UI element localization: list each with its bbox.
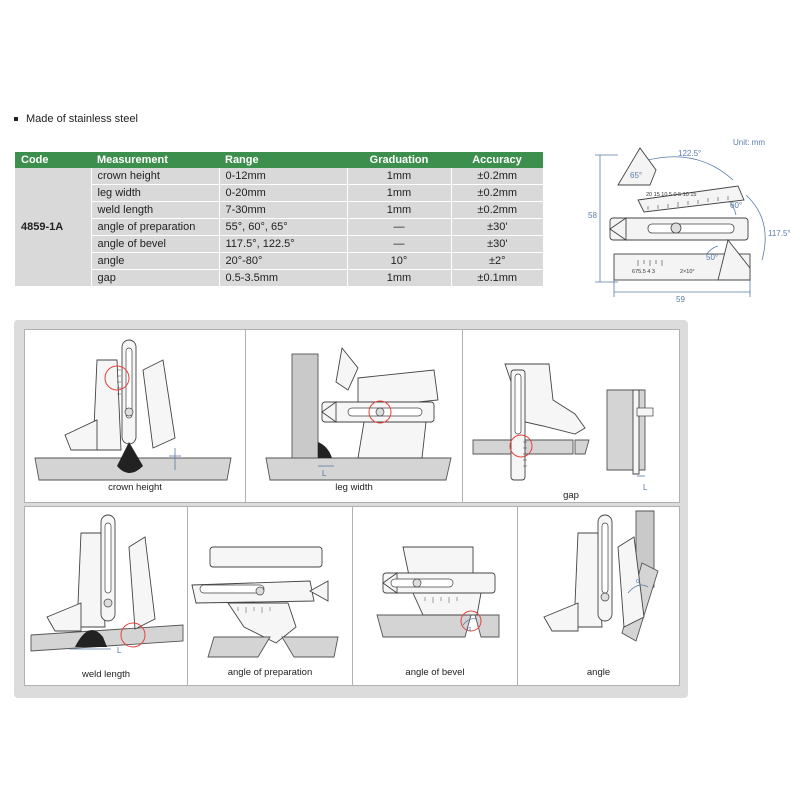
- cell-accuracy: ±0.2mm: [450, 168, 543, 185]
- length-label: L: [117, 646, 122, 655]
- cell-range: 0.5-3.5mm: [218, 269, 347, 287]
- cell-accuracy: ±30': [450, 235, 543, 253]
- header-measurement: Measurement: [91, 152, 219, 168]
- angle-of-bevel-illustration: α: [376, 546, 500, 638]
- cell-measurement: crown height: [90, 168, 219, 185]
- diagram-weld-length: L weld length: [24, 506, 188, 686]
- gap-illustration: L: [472, 363, 654, 492]
- leg-width-illustration: L: [265, 346, 452, 481]
- crown-height-illustration: [34, 339, 232, 481]
- dim-width-label: 59: [676, 295, 685, 304]
- bottom-scale-angle: 2×10°: [680, 269, 695, 275]
- unit-label: Unit: mm: [733, 138, 765, 147]
- cell-graduation: 1mm: [346, 184, 451, 202]
- cell-accuracy: ±0.1mm: [450, 269, 543, 287]
- header-range: Range: [219, 152, 347, 168]
- spec-table: Code Measurement Range Graduation Accura…: [15, 152, 543, 287]
- dim-height-label: 58: [588, 211, 597, 220]
- cell-graduation: —: [346, 218, 451, 236]
- cell-accuracy: ±2°: [450, 252, 543, 270]
- cell-graduation: 10°: [346, 252, 451, 270]
- cell-graduation: —: [346, 235, 451, 253]
- angle-65-label: 65°: [630, 171, 642, 180]
- header-code: Code: [15, 152, 91, 168]
- angle-of-preparation-illustration: [191, 546, 339, 658]
- cell-range: 117.5°, 122.5°: [218, 235, 347, 253]
- cell-accuracy: ±30': [450, 218, 543, 236]
- cell-range: 7-30mm: [218, 201, 347, 219]
- diagram-angle-of-preparation: angle of preparation: [187, 506, 353, 686]
- cell-measurement: angle of preparation: [90, 218, 219, 236]
- header-accuracy: Accuracy: [451, 152, 543, 168]
- cell-range: 0-20mm: [218, 184, 347, 202]
- length-label: L: [322, 469, 327, 478]
- usage-diagrams-panel: crown height L leg width: [14, 320, 688, 698]
- cell-graduation: 1mm: [346, 168, 451, 185]
- cell-measurement: angle: [90, 252, 219, 270]
- table-row: angle 20°-80° 10° ±2°: [15, 252, 543, 270]
- top-scale-numbers: 20 15 10 5 0 5 10 15: [646, 192, 696, 198]
- alpha-label: α: [467, 626, 471, 633]
- product-code: 4859-1A: [15, 168, 91, 287]
- table-row: angle of preparation 55°, 60°, 65° — ±30…: [15, 218, 543, 236]
- table-row: weld length 7-30mm 1mm ±0.2mm: [15, 201, 543, 219]
- cell-graduation: 1mm: [346, 269, 451, 287]
- header-graduation: Graduation: [347, 152, 451, 168]
- cell-graduation: 1mm: [346, 201, 451, 219]
- angle-60-label: 60°: [730, 201, 742, 210]
- length-label: L: [643, 483, 648, 492]
- cell-measurement: weld length: [90, 201, 219, 219]
- diagram-caption: angle of preparation: [227, 667, 313, 678]
- angle-122-label: 122.5°: [678, 149, 701, 158]
- diagram-caption: angle of bevel: [405, 667, 465, 678]
- table-row: leg width 0-20mm 1mm ±0.2mm: [15, 184, 543, 202]
- diagram-angle-of-bevel: α angle of bevel: [352, 506, 518, 686]
- diagram-caption: crown height: [108, 482, 162, 493]
- cell-accuracy: ±0.2mm: [450, 184, 543, 202]
- table-row: angle of bevel 117.5°, 122.5° — ±30': [15, 235, 543, 253]
- cell-measurement: angle of bevel: [90, 235, 219, 253]
- intro-bullet: Made of stainless steel: [14, 113, 138, 125]
- diagram-caption: weld length: [81, 669, 131, 680]
- diagram-caption: angle: [586, 667, 611, 678]
- weld-length-illustration: L: [30, 514, 184, 655]
- cell-accuracy: ±0.2mm: [450, 201, 543, 219]
- diagram-angle: α angle: [517, 506, 680, 686]
- cell-measurement: gap: [90, 269, 219, 287]
- angle-117-label: 117.5°: [768, 229, 790, 238]
- table-row: gap 0.5-3.5mm 1mm ±0.1mm: [15, 269, 543, 287]
- bullet-icon: [14, 117, 18, 122]
- gauge-dimension-drawing: 58 59 122.5° 65° 60° 117.5° 50° 20 15 10…: [588, 147, 790, 304]
- angle-50-label: 50°: [706, 253, 718, 262]
- angle-illustration: α: [543, 510, 659, 642]
- diagram-crown-height: crown height: [24, 329, 246, 503]
- diagram-caption: gap: [563, 490, 579, 501]
- cell-range: 55°, 60°, 65°: [218, 218, 347, 236]
- cell-measurement: leg width: [90, 184, 219, 202]
- bottom-scale-numbers: 675.5 4 3: [632, 269, 655, 275]
- cell-range: 0-12mm: [218, 168, 347, 185]
- intro-text: Made of stainless steel: [26, 113, 138, 125]
- spec-table-header: Code Measurement Range Graduation Accura…: [15, 152, 543, 168]
- diagram-caption: leg width: [335, 482, 373, 493]
- diagram-gap: L gap: [462, 329, 680, 503]
- diagram-leg-width: L leg width: [245, 329, 463, 503]
- table-row: 4859-1A crown height 0-12mm 1mm ±0.2mm: [15, 168, 543, 287]
- alpha-label: α: [636, 578, 640, 585]
- cell-range: 20°-80°: [218, 252, 347, 270]
